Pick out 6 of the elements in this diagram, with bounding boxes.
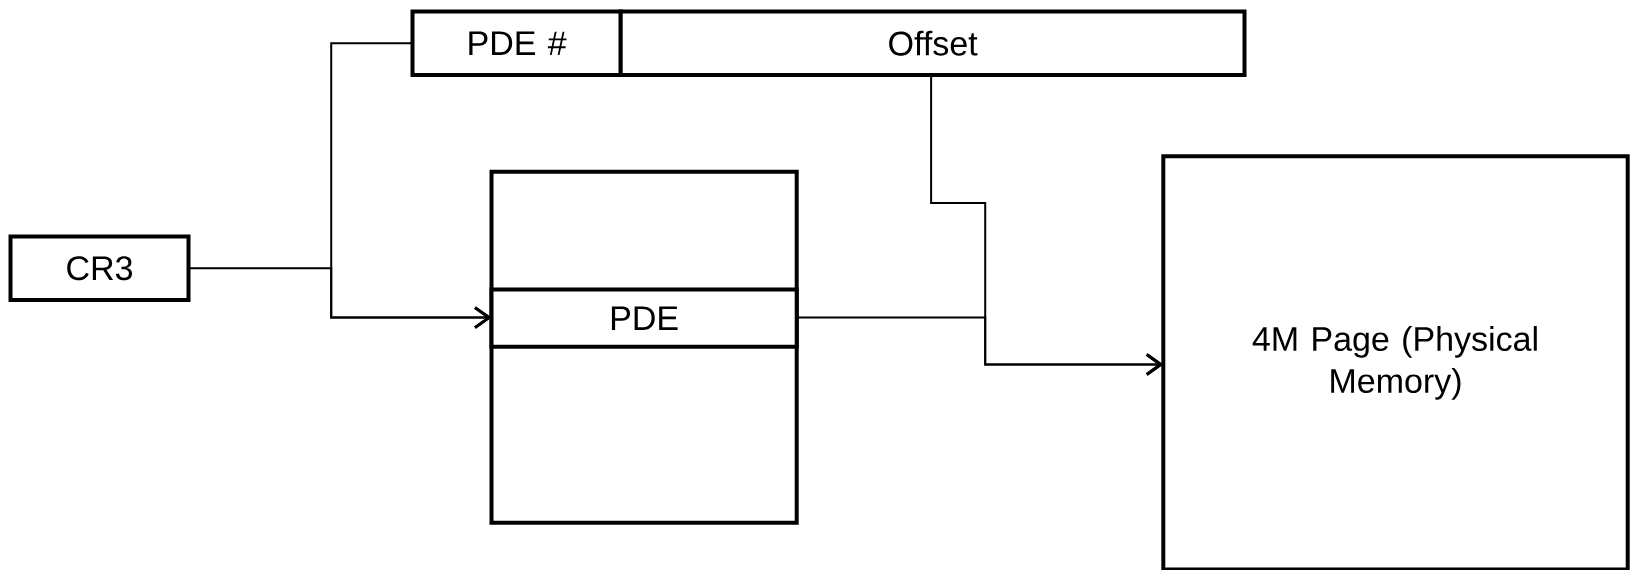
arrow <box>187 267 492 329</box>
field-box: PDE # <box>410 9 623 77</box>
register-box: CR3 <box>8 234 191 302</box>
memory-box: 4M Page (Physical Memory) <box>1161 154 1630 570</box>
arrow <box>795 316 1164 376</box>
entry-row: PDE <box>489 287 799 349</box>
